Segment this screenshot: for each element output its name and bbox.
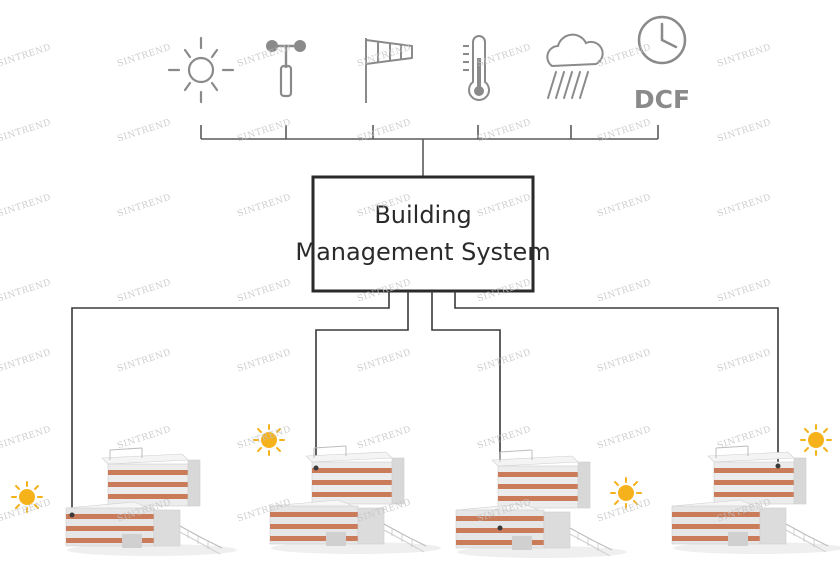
watermark-text: SINTREND bbox=[356, 348, 412, 375]
dcf-label: DCF bbox=[634, 85, 690, 114]
watermark-text: SINTREND bbox=[716, 193, 772, 220]
watermark-text: SINTREND bbox=[596, 498, 652, 525]
watermark-text: SINTREND bbox=[236, 118, 292, 145]
watermark-text: SINTREND bbox=[116, 193, 172, 220]
watermark-text: SINTREND bbox=[236, 425, 292, 452]
thermometer-icon bbox=[463, 35, 490, 101]
watermark-text: SINTREND bbox=[116, 118, 172, 145]
sensor-bus bbox=[200, 125, 659, 176]
watermark-text: SINTREND bbox=[596, 348, 652, 375]
watermark-text: SINTREND bbox=[0, 193, 53, 220]
clock-icon bbox=[637, 15, 687, 65]
watermark-text: SINTREND bbox=[356, 43, 412, 70]
watermark-text: SINTREND bbox=[716, 43, 772, 70]
watermark-text: SINTREND bbox=[0, 348, 53, 375]
watermark-text: SINTREND bbox=[596, 118, 652, 145]
watermark-text: SINTREND bbox=[356, 425, 412, 452]
sun-icon bbox=[800, 424, 832, 456]
building-2 bbox=[269, 445, 442, 555]
watermark-text: SINTREND bbox=[596, 193, 652, 220]
building-3 bbox=[455, 449, 628, 559]
watermark-text: SINTREND bbox=[0, 278, 53, 305]
watermark-text: SINTREND bbox=[236, 278, 292, 305]
connector-endpoints bbox=[69, 463, 781, 531]
watermark-text: SINTREND bbox=[116, 425, 172, 452]
watermark-text: SINTREND bbox=[716, 278, 772, 305]
watermark-text: SINTREND bbox=[0, 425, 53, 452]
watermark-text: SINTREND bbox=[0, 118, 53, 145]
watermark-text: SINTREND bbox=[356, 118, 412, 145]
sun-icon bbox=[167, 36, 235, 104]
watermark-text: SINTREND bbox=[716, 118, 772, 145]
watermark-text: SINTREND bbox=[0, 43, 53, 70]
bms-title-line1: Building bbox=[374, 201, 471, 229]
watermark-text: SINTREND bbox=[116, 43, 172, 70]
watermark-text: SINTREND bbox=[476, 425, 532, 452]
connector-lines bbox=[71, 291, 779, 528]
watermark-text: SINTREND bbox=[116, 278, 172, 305]
watermark-text: SINTREND bbox=[236, 348, 292, 375]
watermark-text: SINTREND bbox=[116, 348, 172, 375]
watermark-text: SINTREND bbox=[596, 425, 652, 452]
bms-box bbox=[311, 175, 535, 293]
watermark-text: SINTREND bbox=[716, 348, 772, 375]
rain-cloud-icon bbox=[546, 33, 604, 99]
watermark-text: SINTREND bbox=[236, 193, 292, 220]
watermark-text: SINTREND bbox=[596, 278, 652, 305]
building-1 bbox=[65, 447, 238, 557]
windsock-icon bbox=[365, 38, 413, 103]
building-4 bbox=[671, 445, 840, 555]
anemometer-icon bbox=[266, 40, 306, 98]
watermark-text: SINTREND bbox=[476, 348, 532, 375]
bms-title-line2: Management System bbox=[295, 238, 550, 266]
watermark-text: SINTREND bbox=[716, 425, 772, 452]
watermark-text: SINTREND bbox=[476, 118, 532, 145]
